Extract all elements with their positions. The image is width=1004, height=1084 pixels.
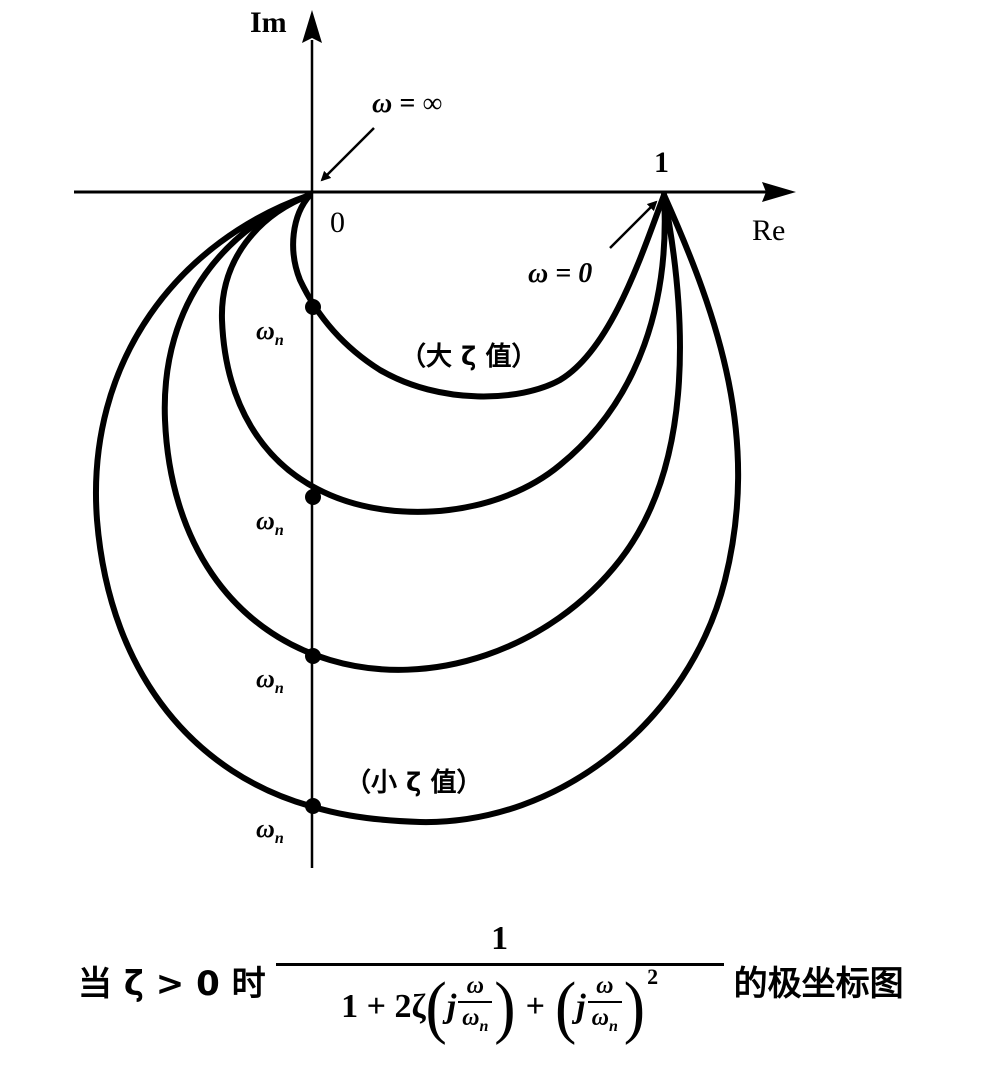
omega-n-point-3 — [305, 648, 321, 664]
denominator-term-1: 1 + 2ζ — [341, 987, 426, 1025]
curve-zeta-2 — [218, 192, 668, 515]
omega-n-point-1 — [305, 299, 321, 315]
curve-zeta-3 — [161, 192, 683, 673]
fraction-denominator: 1 + 2ζ ( j ω ωn ) + ( j ω ωn ) 2 — [341, 963, 659, 1045]
unit-label: 1 — [654, 146, 669, 179]
omega-n-label-3: ωn — [256, 664, 284, 698]
caption-prefix: 当 ζ > 0 时 — [78, 963, 266, 1004]
j-symbol-2: j — [576, 987, 586, 1025]
small-zeta-label: （小 ζ 值） — [345, 768, 483, 798]
curve-large-zeta — [290, 192, 667, 400]
real-axis-label: Re — [752, 214, 786, 247]
omega-n-label-1: ωn — [256, 316, 284, 350]
polar-plot — [74, 10, 796, 868]
large-zeta-label: （大 ζ 值） — [400, 342, 538, 372]
omega-infinity-arrow-icon — [320, 127, 375, 182]
transfer-function-fraction: 1 1 + 2ζ ( j ω ωn ) + ( j ω ωn — [275, 919, 724, 1045]
exponent: 2 — [647, 963, 659, 989]
curve-small-zeta — [93, 192, 742, 826]
caption-suffix: 的极坐标图 — [733, 963, 904, 1004]
omega-zero-label: ω = 0 — [528, 258, 593, 289]
fraction-numerator: 1 — [491, 919, 509, 957]
omega-n-label-4: ωn — [256, 814, 284, 848]
omega-zero-arrow-icon — [609, 200, 658, 249]
imag-axis-label: Im — [250, 6, 287, 39]
real-axis-arrow-icon — [762, 182, 796, 202]
plus-sign: + — [525, 987, 545, 1025]
figure-caption: 当 ζ > 0 时 1 1 + 2ζ ( j ω ωn ) + ( j ω — [0, 905, 1004, 1065]
omega-infinity-label: ω = ∞ — [372, 88, 443, 119]
omega-ratio-1: ω ωn — [458, 973, 493, 1040]
imag-axis-arrow-icon — [302, 10, 322, 43]
omega-n-point-4 — [305, 798, 321, 814]
omega-n-label-2: ωn — [256, 506, 284, 540]
origin-label: 0 — [330, 206, 345, 239]
omega-n-point-2 — [305, 489, 321, 505]
fraction-bar — [275, 962, 724, 966]
omega-ratio-2: ω ωn — [587, 973, 622, 1040]
j-symbol: j — [446, 987, 457, 1025]
